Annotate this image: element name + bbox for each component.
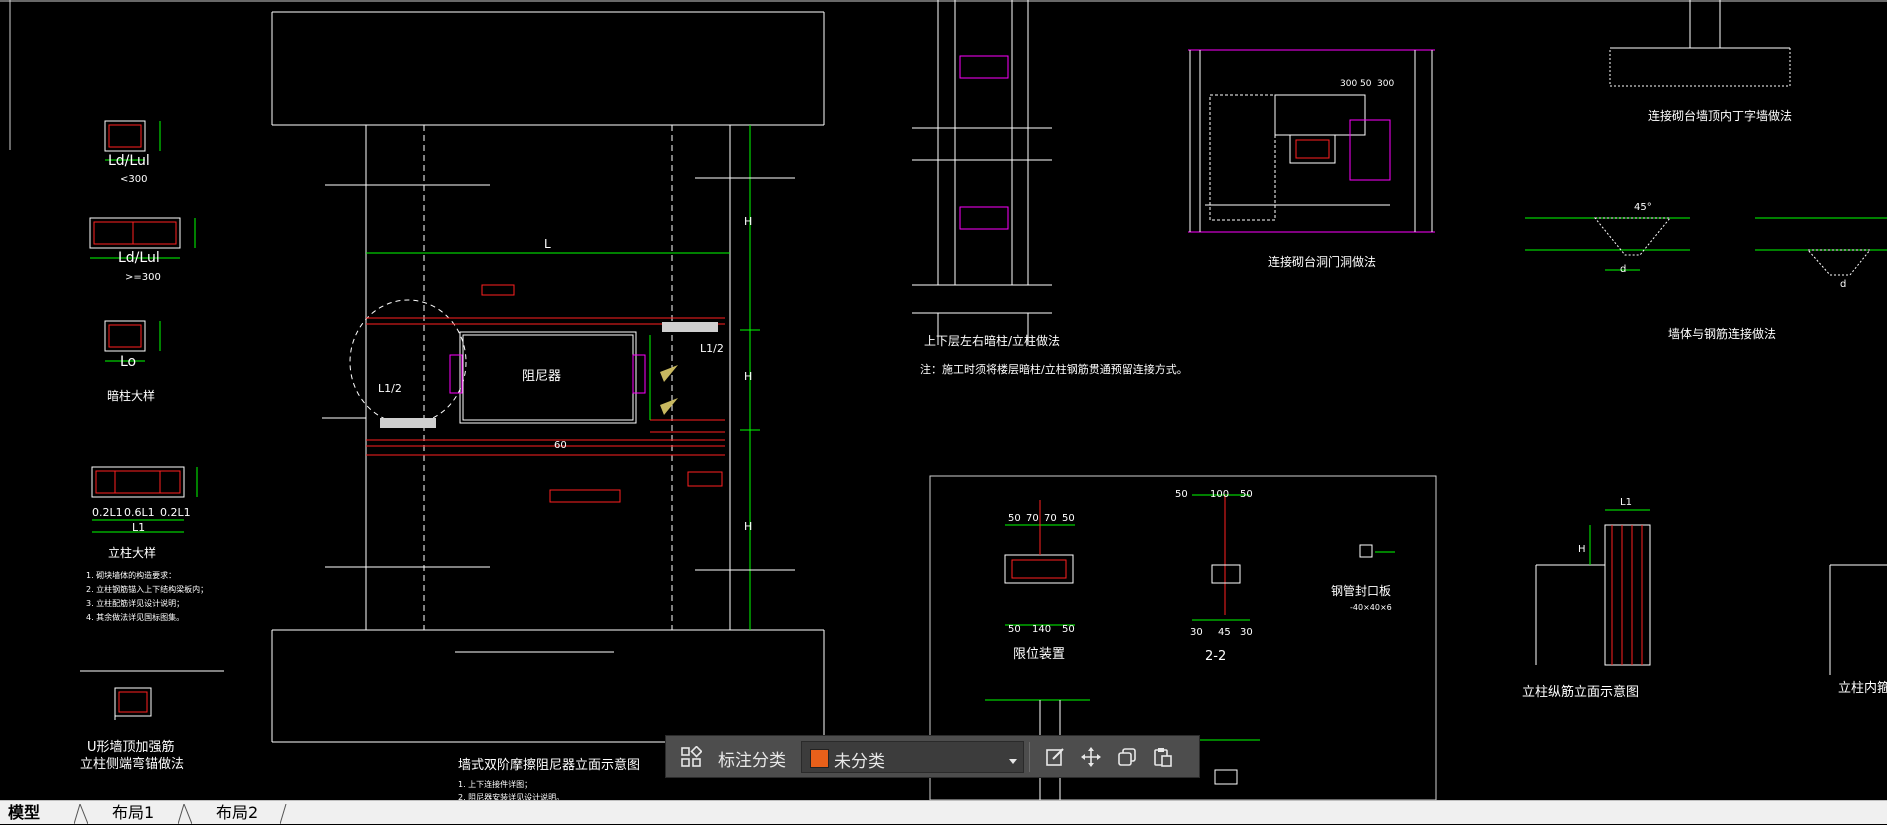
copy-icon[interactable] [1112, 742, 1142, 772]
dim-ld-6: 140 [1032, 624, 1051, 635]
limit-device-figure [1004, 500, 1075, 626]
dim-22-4: 30 [1190, 627, 1203, 638]
chevron-down-icon [1008, 751, 1018, 770]
dim-hc-5: Lo [120, 354, 136, 370]
column-inner-title: 立柱内箍筋 [1838, 680, 1887, 696]
dim-door-2: 50 [1360, 79, 1372, 89]
dim-60: 60 [554, 440, 567, 451]
move-icon[interactable] [1076, 742, 1106, 772]
u-wall-figure [114, 687, 152, 720]
tab-separator [280, 804, 287, 824]
damper-title: 墙式双阶摩擦阻尼器立面示意图 [458, 757, 640, 773]
column-note-1: 1. 砌块墙体的构造要求： [86, 570, 176, 580]
tab-separator [178, 804, 192, 824]
column-detail-title: 立柱大样 [108, 545, 156, 560]
damper-note-1: 1. 上下连接件详图； [458, 779, 532, 789]
column-note-2: 2. 立柱钢筋锚入上下结构梁板内； [86, 584, 208, 594]
hidden-column-title: 暗柱大样 [107, 388, 155, 403]
t-wall-title: 连接砌台墙顶内丁字墙做法 [1648, 108, 1792, 123]
grid-apps-icon[interactable] [676, 742, 706, 772]
anchor-column-figure [912, 0, 1052, 345]
steel-plate-figure [1359, 544, 1395, 558]
tab-layout2[interactable]: 布局2 [216, 803, 259, 822]
dim-H-mid: H [744, 370, 752, 383]
cad-drawing-canvas[interactable]: Ld/Lul <300 Ld/Lul >=300 Lo 暗柱大样 0.2L1 0… [0, 0, 1887, 800]
dim-L1-half-right: L1/2 [700, 342, 724, 355]
door-opening-figure [1188, 49, 1435, 233]
column-rebar-figure [1535, 509, 1651, 666]
dim-H-bot: H [744, 520, 752, 533]
dim-ld-1: 50 [1008, 513, 1021, 524]
tab-model[interactable]: 模型 [8, 803, 41, 822]
dim-col-3: 0.2L1 [160, 506, 191, 519]
anchor-column-note: 注：施工时须将楼层暗柱/立柱钢筋贯通预留连接方式。 [920, 362, 1188, 376]
damper-note-2: 2. 阻尼器安装详见设计说明。 [458, 792, 564, 800]
dim-ld-3: 70 [1044, 513, 1057, 524]
dim-H-top: H [744, 215, 752, 228]
t-wall-figure [1609, 0, 1791, 87]
dim-rebar-L1: L1 [1620, 497, 1632, 508]
dim-45: 45° [1634, 202, 1652, 213]
dim-door-3: 300 [1377, 79, 1394, 89]
dim-22-5: 45 [1218, 627, 1231, 638]
dim-hc-4: >=300 [125, 272, 161, 283]
column-inner-figure [1829, 564, 1887, 675]
dim-ld-4: 50 [1062, 513, 1075, 524]
dim-22-2: 100 [1210, 489, 1229, 500]
dim-hc-2: <300 [120, 174, 147, 185]
column-rebar-title: 立柱纵筋立面示意图 [1522, 684, 1639, 700]
dim-ld-7: 50 [1062, 624, 1075, 635]
edit-icon[interactable] [1040, 742, 1070, 772]
dim-d-1: d [1620, 264, 1626, 275]
column-detail-figure [91, 466, 198, 533]
dim-ld-2: 70 [1026, 513, 1039, 524]
dim-22-3: 50 [1240, 489, 1253, 500]
dim-col-1: 0.2L1 [92, 506, 123, 519]
tab-separator [74, 804, 88, 824]
section-2-2-figure [1192, 494, 1250, 621]
dim-hc-3: Ld/Lul [118, 250, 160, 266]
dim-22-1: 50 [1175, 489, 1188, 500]
tab-layout1[interactable]: 布局1 [112, 803, 155, 822]
dim-rebar-H: H [1578, 544, 1586, 555]
dim-col-2: 0.6L1 [124, 506, 155, 519]
column-note-4: 4. 其余做法详见国标图集。 [86, 612, 184, 622]
steel-plate-title: 钢管封口板 [1331, 583, 1391, 598]
category-color-swatch [810, 749, 829, 768]
section-2-2-title: 2-2 [1205, 649, 1226, 664]
damper-label: 阻尼器 [522, 369, 561, 384]
steel-plate-sub: -40×40×6 [1350, 603, 1392, 612]
u-wall-title-1: U形墙顶加强筋 [87, 739, 175, 755]
wall-steel-link-title: 墙体与钢筋连接做法 [1668, 326, 1776, 341]
anchor-column-title: 上下层左右暗柱/立柱做法 [924, 333, 1060, 348]
damper-elevation-figure [271, 11, 825, 743]
dim-ld-5: 50 [1008, 624, 1021, 635]
dim-22-6: 30 [1240, 627, 1253, 638]
wall-steel-link-figure [1525, 217, 1887, 276]
dim-door-1: 300 [1340, 79, 1357, 89]
hidden-column-detail [89, 120, 196, 362]
column-note-3: 3. 立柱配筋详见设计说明； [86, 598, 184, 608]
category-dropdown[interactable]: 未分类 [801, 741, 1024, 773]
door-opening-title: 连接砌台洞门洞做法 [1268, 254, 1376, 269]
dim-hc-1: Ld/Lul [108, 153, 150, 169]
annotation-toolbar: 标注分类 未分类 [665, 735, 1200, 778]
paste-icon[interactable] [1148, 742, 1178, 772]
category-selected-value: 未分类 [834, 752, 885, 772]
dim-d-2: d [1840, 279, 1846, 290]
u-wall-title-2: 立柱侧端弯锚做法 [80, 756, 184, 772]
dim-col-4: L1 [132, 521, 145, 534]
layout-tab-bar: 模型 布局1 布局2 [0, 800, 1887, 824]
annotation-category-label: 标注分类 [718, 751, 786, 771]
limit-device-title: 限位装置 [1013, 647, 1065, 662]
dim-L: L [544, 237, 551, 251]
dim-L1-half-left: L1/2 [378, 382, 402, 395]
